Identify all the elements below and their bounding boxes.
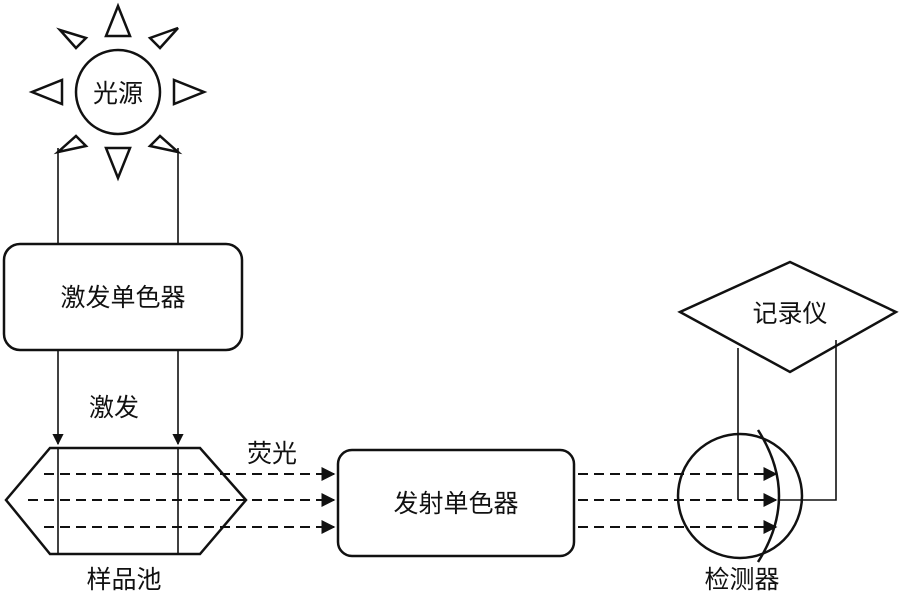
light-source-label: 光源	[93, 79, 143, 108]
excitation-monochromator-label: 激发单色器	[60, 283, 185, 312]
recorder-line-right	[780, 340, 837, 501]
fluorescence-label: 荧光	[247, 439, 297, 468]
emission-monochromator-label: 发射单色器	[393, 489, 518, 518]
recorder: 记录仪	[677, 260, 899, 374]
excitation-label: 激发	[89, 393, 139, 422]
ray-right	[172, 78, 208, 106]
light-source: 光源	[28, 2, 208, 182]
detector: 检测器	[676, 429, 804, 594]
ray-top-right	[147, 26, 179, 50]
recorder-label: 记录仪	[752, 299, 827, 328]
excitation-monochromator: 激发单色器	[2, 242, 244, 352]
ray-bottom-right	[147, 134, 183, 155]
detector-label: 检测器	[704, 565, 779, 594]
ray-top-left	[56, 27, 89, 50]
fluorescence-beams	[28, 467, 336, 534]
emission-monochromator: 发射单色器	[336, 448, 576, 558]
ray-top	[104, 2, 132, 38]
ray-bottom-left	[53, 134, 89, 155]
ray-left	[28, 78, 64, 106]
ray-bottom	[104, 146, 132, 182]
sample-cell-label: 样品池	[86, 565, 161, 594]
sample-cell: 样品池	[4, 446, 248, 594]
